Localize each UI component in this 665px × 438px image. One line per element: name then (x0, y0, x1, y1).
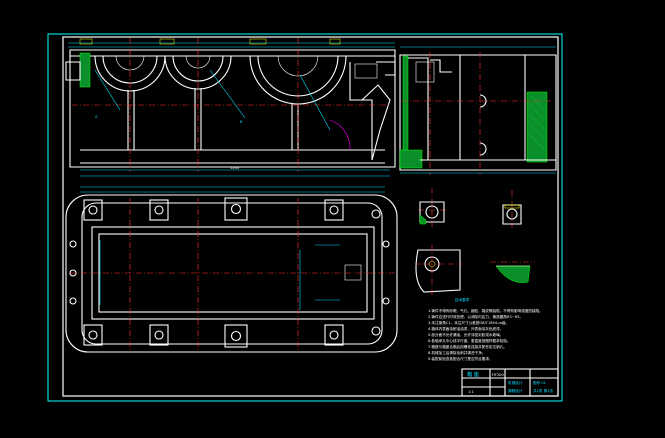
svg-text:B: B (240, 120, 243, 124)
technical-notes: 技术要求 1.铸件不得有砂眼、气孔、缩松、裂纹等缺陷，不得有影响强度的缺陷。 2… (428, 297, 543, 361)
title-block: 箱 座 HT200 1:1 机械设计 课程设计 图号 01 共1张 第1张 (461, 368, 559, 397)
sheet-inner-border (62, 36, 559, 397)
note-line: 2.铸件应进行时效处理，以消除内应力，铸造圆角R3~R5。 (428, 314, 523, 319)
title-material: HT200 (492, 373, 504, 377)
plan-view (65, 186, 398, 353)
note-line: 7.箱座与箱盖合箱后用螺栓连接并配作定位销孔。 (428, 344, 507, 349)
note-line: 6.各轴承孔中心线平行度、垂直度按图样要求检验。 (428, 338, 511, 343)
svg-text:1200: 1200 (230, 166, 240, 170)
note-line: 4.箱体内表面涂耐油油漆，外表面涂灰色底漆。 (428, 326, 503, 331)
title-school-line2: 课程设计 (508, 388, 523, 393)
note-line: 1.铸件不得有砂眼、气孔、缩松、裂纹等缺陷，不得有影响强度的缺陷。 (428, 308, 543, 313)
title-dept-line2: 共1张 第1张 (533, 388, 553, 393)
front-view: 1200 A B (65, 38, 396, 177)
notes-heading: 技术要求 (455, 297, 470, 302)
title-ratio: 1:1 (468, 390, 474, 394)
svg-text:A: A (95, 115, 98, 119)
side-view (399, 46, 557, 175)
title-dept-line1: 图号 01 (533, 380, 546, 385)
sheet-outer-border (47, 33, 563, 402)
note-line: 8.机械加工后清除毛刺并清洗干净。 (428, 350, 485, 355)
title-school-line1: 机械设计 (508, 380, 523, 385)
note-line: 9.装配前检查各配合尺寸是否符合要求。 (428, 356, 493, 361)
detail-views (415, 188, 535, 295)
note-line: 5.剖分面不允许漏油，允许涂密封胶或水玻璃。 (428, 332, 503, 337)
note-line: 3.未注倒角C1，未注尺寸公差按GB/T1804-m级。 (428, 320, 509, 325)
title-part-name: 箱 座 (467, 370, 479, 378)
